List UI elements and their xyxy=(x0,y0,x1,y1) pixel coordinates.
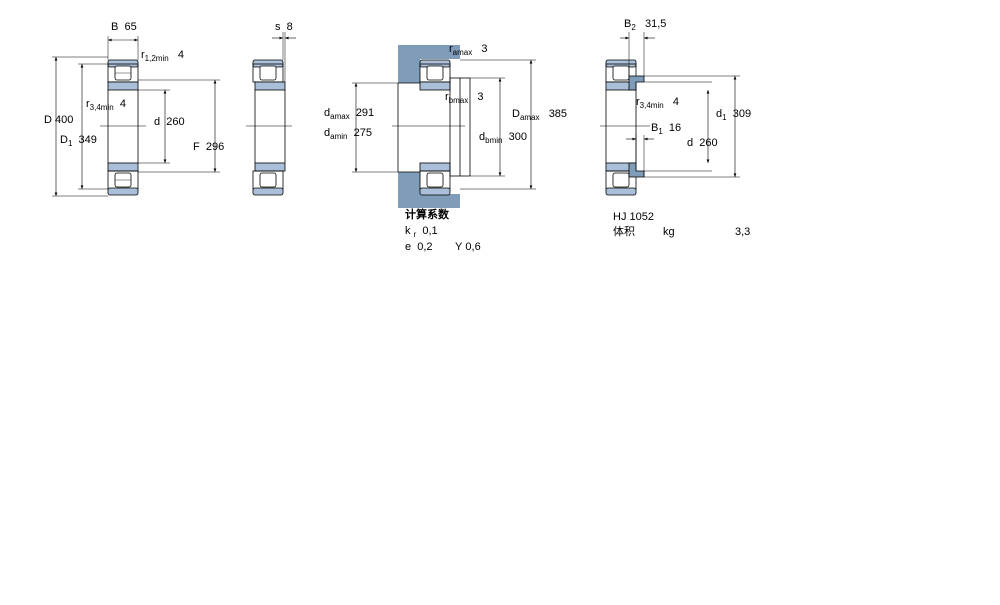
roller-icon xyxy=(259,172,277,188)
dim-B1: B1 16 xyxy=(651,122,682,136)
dim-damax: damax 291 xyxy=(324,107,375,121)
dim-r34: r3,4min 4 xyxy=(86,98,126,112)
dim-F: F 296 xyxy=(193,141,225,153)
roller-icon xyxy=(259,65,277,81)
dim-B2: B2 31,5 xyxy=(624,18,667,32)
calc-e: e 0,2 xyxy=(405,241,433,253)
dim-r12: r1,2min 4 xyxy=(141,49,184,63)
roller-icon xyxy=(426,172,444,188)
ring-designation: HJ 1052 xyxy=(613,211,654,223)
calc-heading: 计算系数 xyxy=(405,209,449,221)
ring-mass-unit: kg xyxy=(663,226,675,238)
ring-mass-value: 3,3 xyxy=(735,226,751,238)
dim-damin: damin 275 xyxy=(324,127,372,141)
dim-ramax: ramax 3 xyxy=(449,43,488,57)
dim-Damax: Damax 385 xyxy=(512,108,568,122)
roller-icon xyxy=(612,172,630,188)
dim-D: D 400 xyxy=(44,114,74,126)
dim-d1: d1 309 xyxy=(716,108,752,122)
calc-Y: Y 0,6 xyxy=(455,241,481,253)
view4-angle-ring-section-icon xyxy=(600,32,740,196)
roller-icon xyxy=(612,65,630,81)
ring-mass-label: 体积 xyxy=(613,226,635,238)
view2-bearing-section-icon xyxy=(246,32,296,196)
dim-r34-ring: r3,4min 4 xyxy=(636,96,679,110)
dim-dbmin: dbmin 300 xyxy=(479,131,527,145)
view3-mounting-section-icon xyxy=(352,45,536,208)
dim-D1: D1 349 xyxy=(60,134,97,148)
dim-d-ring: d 260 xyxy=(687,137,718,149)
dim-B: B 65 xyxy=(111,21,137,33)
dim-s: s 8 xyxy=(275,21,293,33)
view1-bearing-section-icon xyxy=(52,36,220,197)
roller-icon xyxy=(426,65,444,81)
calc-kr: k r 0,1 xyxy=(405,225,438,239)
dim-rbmax: rbmax 3 xyxy=(445,91,484,105)
dim-d: d 260 xyxy=(154,116,185,128)
